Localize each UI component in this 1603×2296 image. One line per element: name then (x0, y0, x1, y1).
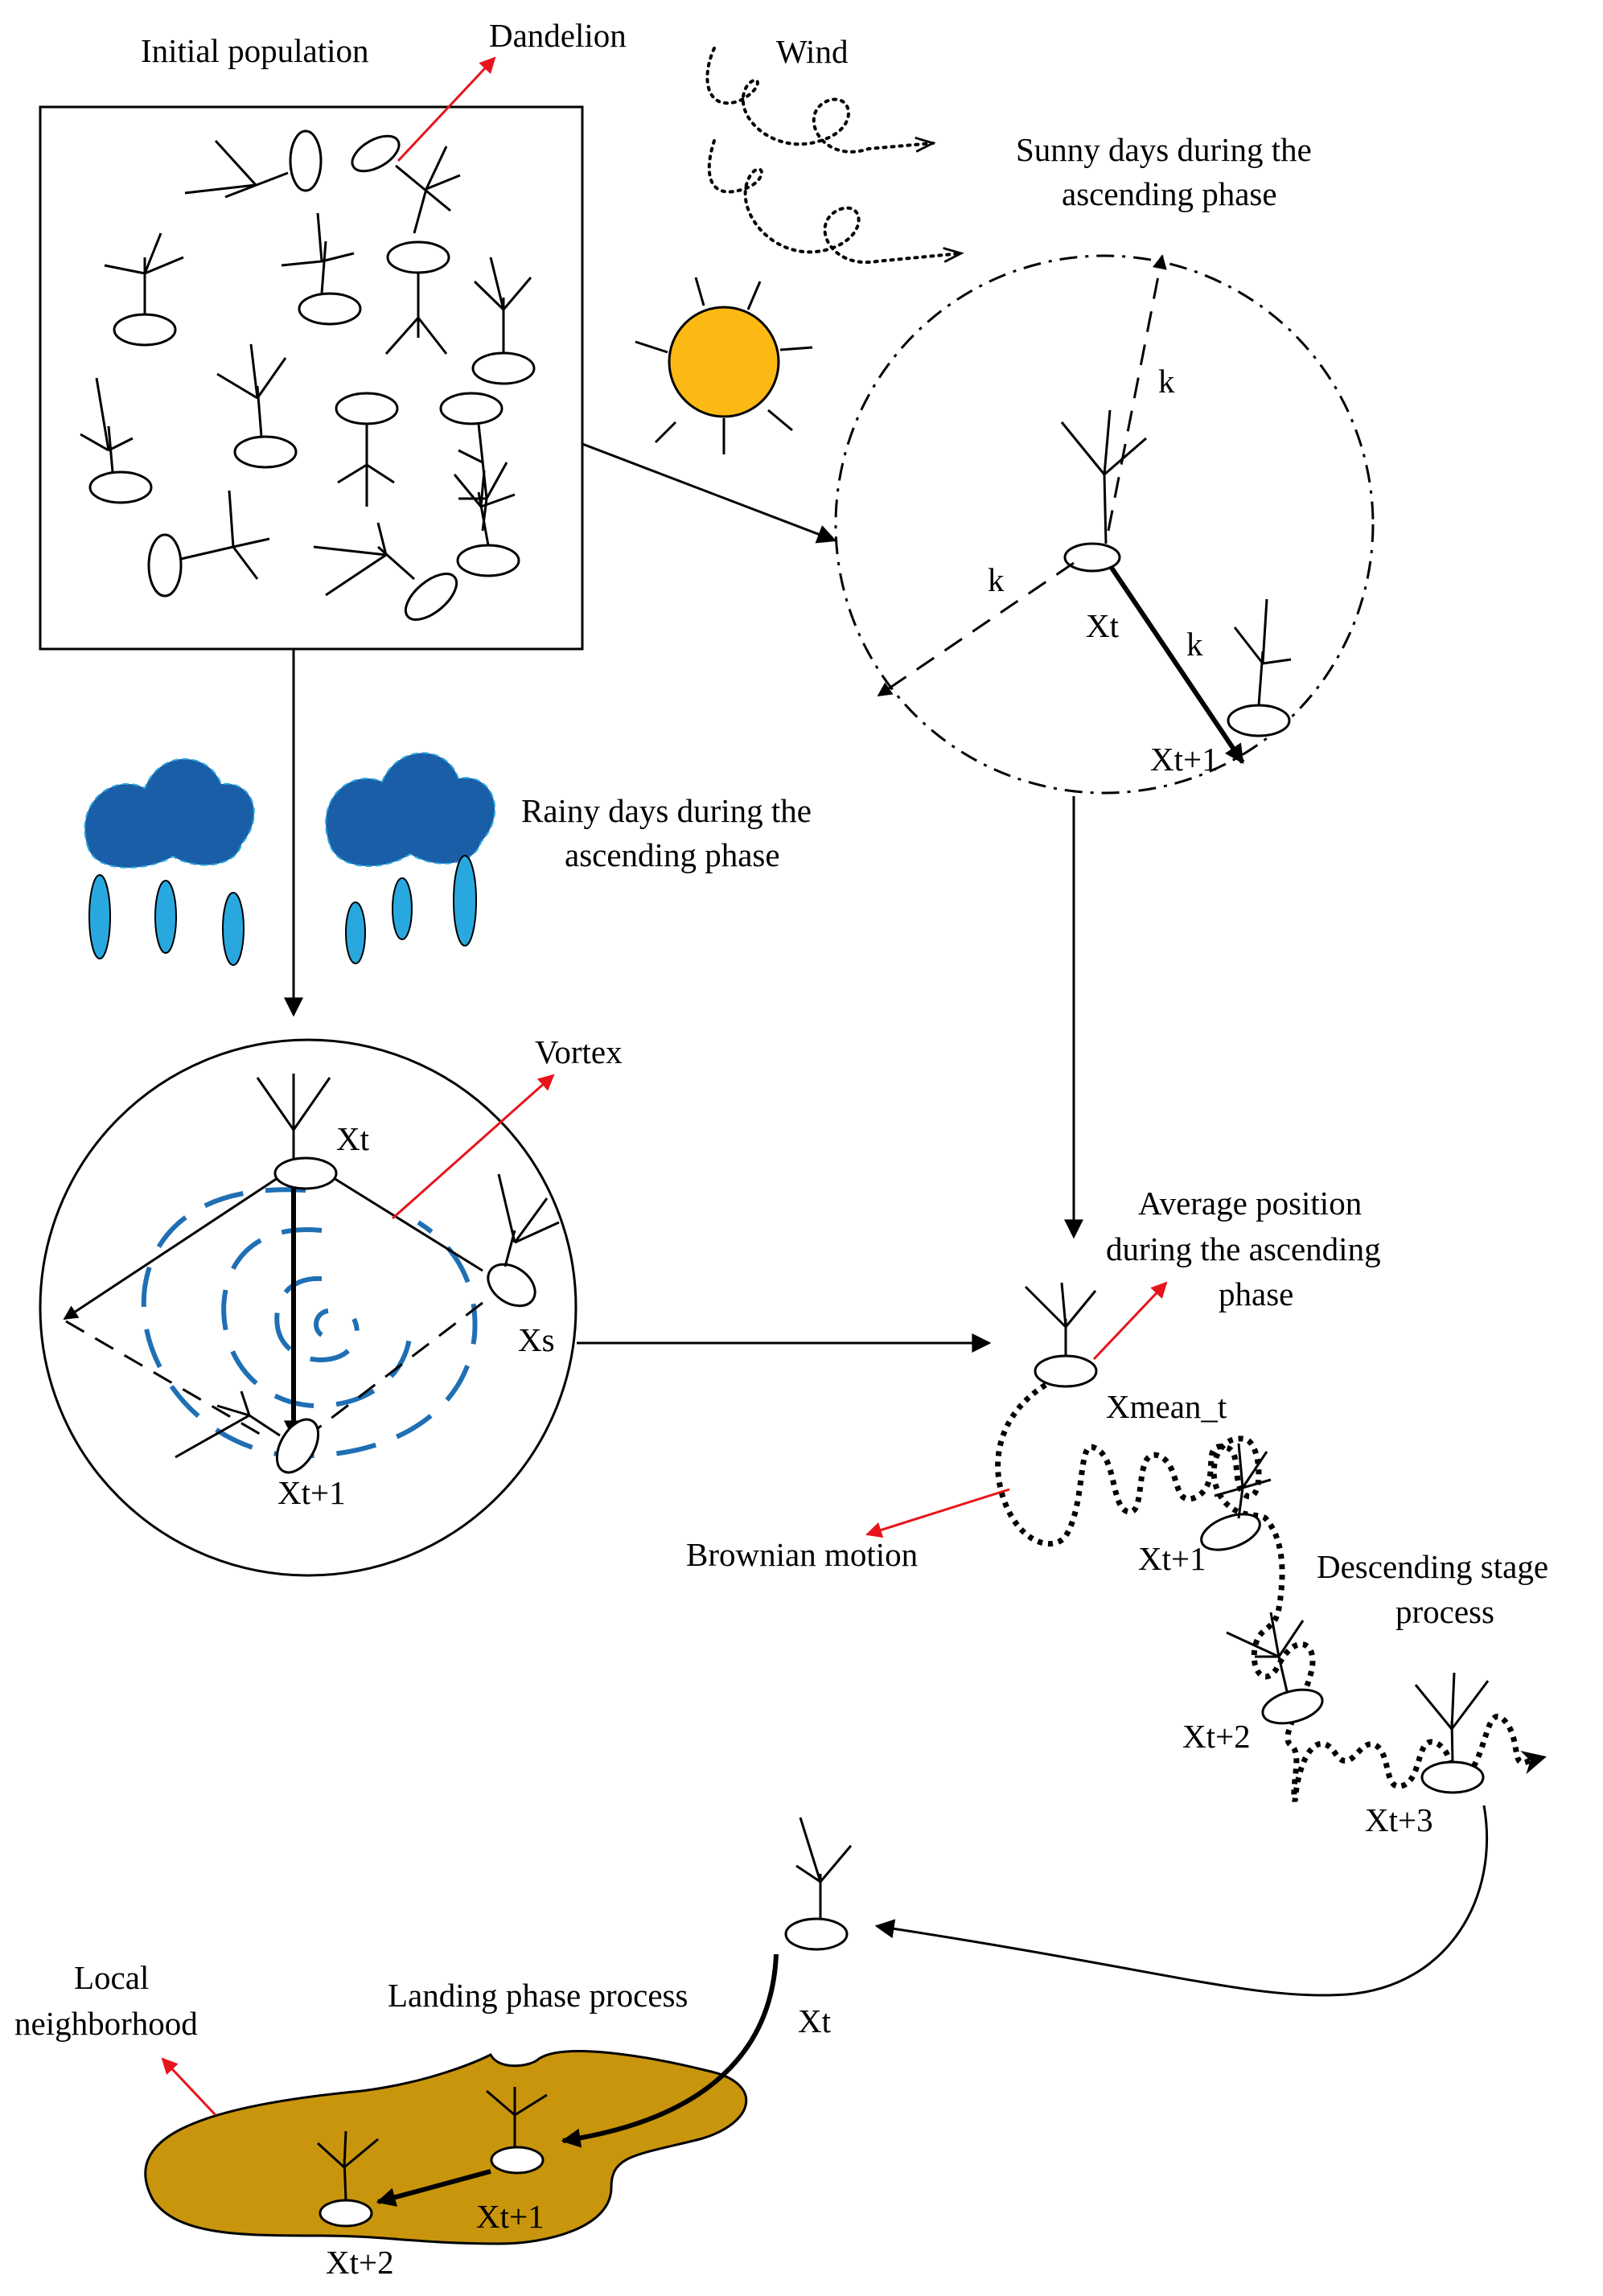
k-right-label: k (1186, 626, 1203, 663)
dandelion-icon (1226, 1612, 1324, 1725)
landing-bold-arrow-2 (376, 2169, 491, 2207)
dandelion-icon (1200, 1443, 1272, 1551)
cloud-icon (84, 758, 255, 869)
sunny-days-label: Sunny days during the ascending phase (1016, 131, 1320, 212)
dandelion-icon (316, 2130, 379, 2228)
local-neighborhood-label: Local neighborhood (14, 1959, 198, 2042)
dandelion-icon (1227, 598, 1292, 737)
xt1-rainy-label: Xt+1 (277, 1474, 346, 1511)
diamond-dashed-bottom-left (65, 1320, 270, 1441)
k-left-label: k (988, 561, 1005, 598)
diamond-line-left (63, 1177, 278, 1321)
dandelion-icon (1414, 1672, 1490, 1794)
dandelion-icon (175, 1390, 320, 1474)
radius-bold-right (1109, 566, 1245, 764)
to-sunny-arrow (582, 442, 837, 544)
xt-sunny-label: Xt (1086, 607, 1120, 644)
xmean-label: Xmean_t (1106, 1388, 1227, 1425)
dandelion-icon (471, 257, 536, 385)
dandelion-icon (147, 490, 270, 598)
dandelion-icon (487, 1173, 560, 1308)
initial-population-box: Initial population (39, 32, 584, 651)
dandelion-icon (486, 2087, 548, 2175)
xt1-descending-label: Xt+1 (1138, 1540, 1206, 1577)
brownian-motion-label: Brownian motion (686, 1536, 918, 1573)
raindrop-icon (88, 855, 477, 966)
diamond-line-right (333, 1177, 483, 1272)
dandelion-icon (351, 134, 461, 234)
dandelion-label: Dandelion (489, 17, 627, 54)
wind-icon (705, 47, 961, 265)
descending-to-landing-arrow (874, 1805, 1488, 1997)
xt2-landing-label: Xt+2 (326, 2244, 394, 2281)
xs-rainy-label: Xs (518, 1321, 555, 1358)
dandelion-icon (184, 129, 323, 199)
xt-rainy-label: Xt (336, 1120, 370, 1157)
sunny-search-circle (834, 254, 1375, 795)
k-top-label: k (1158, 363, 1175, 400)
ground-patch (144, 2050, 747, 2245)
dandelion-icon (335, 392, 399, 507)
vortex-label: Vortex (535, 1033, 623, 1070)
vortex-pointer-arrow (392, 1074, 555, 1220)
average-position-label: Average position during the ascending ph… (1106, 1185, 1389, 1312)
xt1-landing-label: Xt+1 (476, 2198, 545, 2235)
brownian-motion-pointer-arrow (865, 1488, 1010, 1538)
landing-bold-arrow-1 (561, 1953, 779, 2148)
initial-population-label: Initial population (141, 32, 369, 69)
dandelion-icon (384, 240, 450, 355)
diamond-dashed-bottom-right (313, 1301, 483, 1433)
descending-stage-label: Descending stage process (1317, 1548, 1556, 1630)
dandelion-pointer-arrow (397, 56, 496, 162)
dandelion-icon (104, 232, 184, 347)
dandelion-icon (1024, 1282, 1098, 1388)
dandelion-icon (216, 343, 298, 469)
radius-dashed-left (877, 561, 1075, 697)
dandelion-icon (784, 1817, 853, 1951)
sun-icon (635, 277, 813, 454)
landing-phase-label: Landing phase process (388, 1977, 688, 2014)
dandelion-icon (256, 1074, 338, 1190)
xt1-sunny-label: Xt+1 (1150, 741, 1219, 778)
xt-landing-label: Xt (798, 2002, 832, 2039)
dandelion-icon (80, 377, 153, 504)
wind-label: Wind (776, 33, 848, 70)
dandelion-icon (281, 212, 362, 326)
cloud-icon (325, 752, 496, 867)
average-position-pointer-arrow (1092, 1281, 1168, 1361)
brownian-motion-path (995, 1382, 1547, 1802)
dandelion-icon (453, 470, 520, 577)
xt3-descending-label: Xt+3 (1365, 1801, 1433, 1838)
rainy-days-label: Rainy days during the ascending phase (521, 792, 820, 873)
dandelion-icon (1060, 409, 1147, 573)
dandelion-icon (439, 392, 508, 532)
dandelion-icon (313, 522, 458, 621)
xt2-descending-label: Xt+2 (1182, 1718, 1251, 1755)
local-neighborhood-pointer-arrow (161, 2057, 217, 2117)
radius-dashed-top (1107, 254, 1167, 532)
